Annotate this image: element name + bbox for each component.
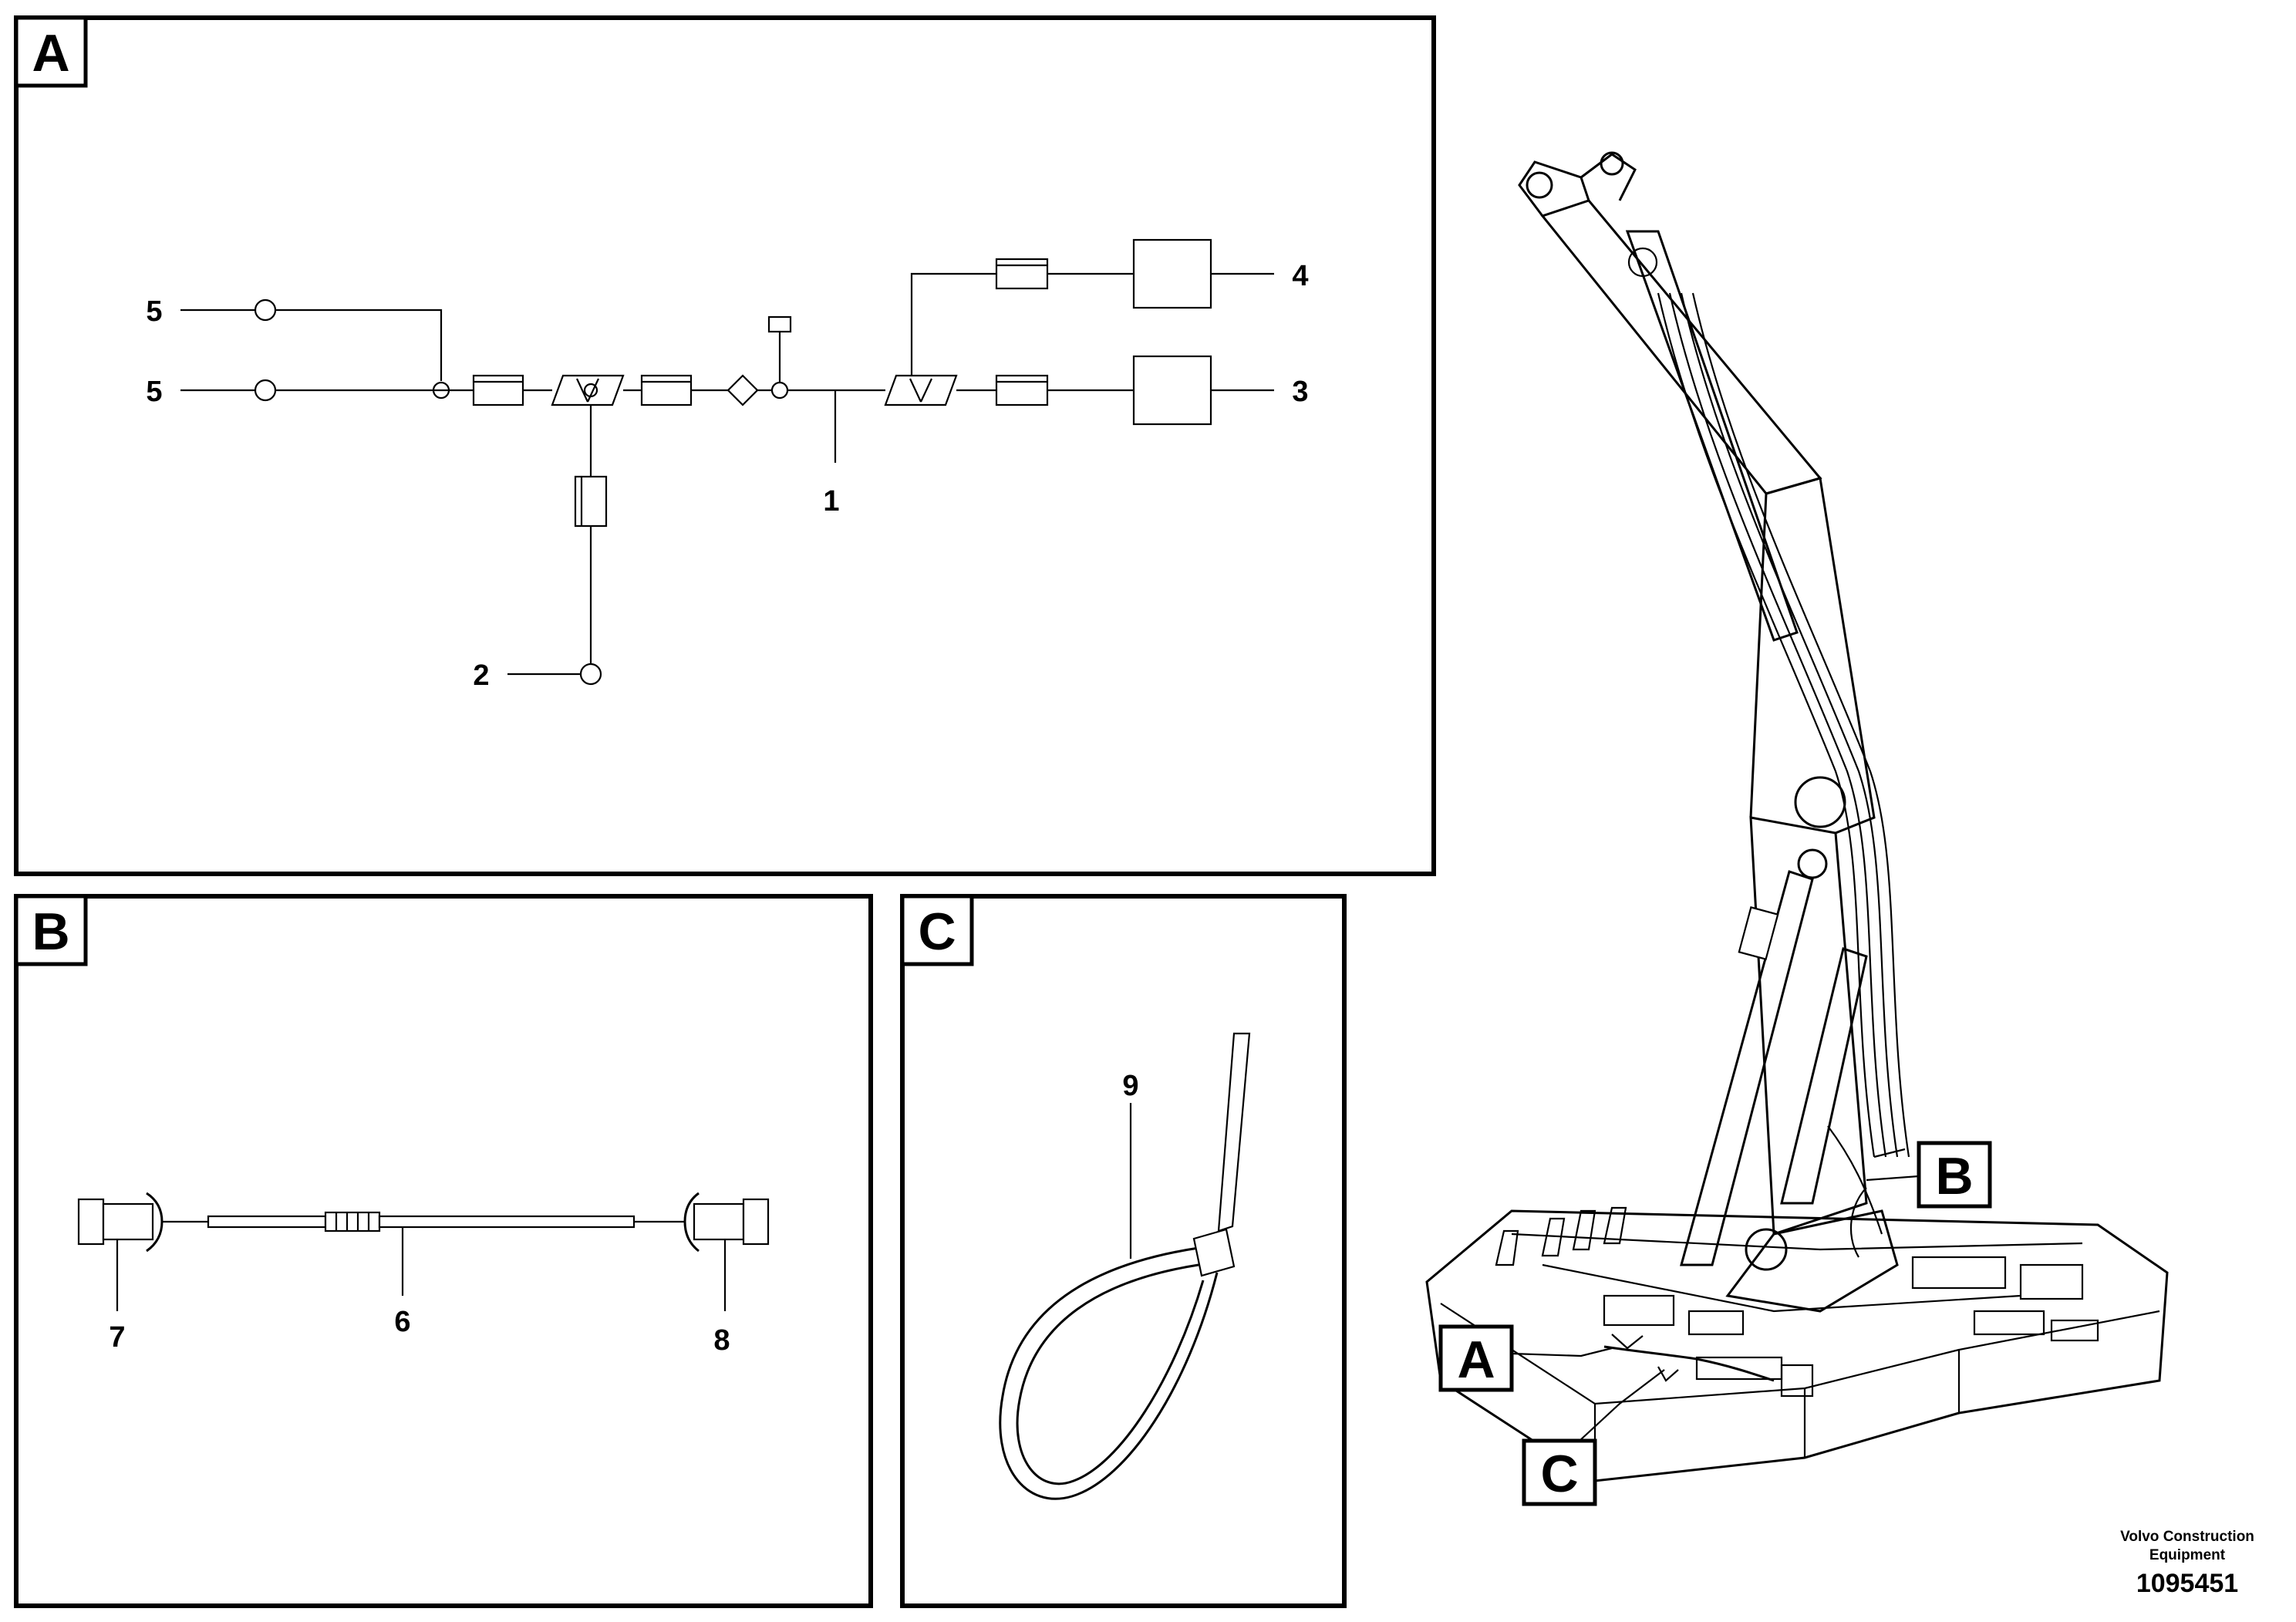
callout-3: 3 bbox=[1292, 376, 1308, 408]
panel-c: C 9 bbox=[900, 894, 1347, 1608]
company-name-line2: Equipment bbox=[2149, 1547, 2226, 1563]
callout-4: 4 bbox=[1292, 260, 1308, 292]
cable-assembly bbox=[77, 1192, 770, 1311]
panel-b-letter: B bbox=[32, 902, 69, 961]
callout-1: 1 bbox=[823, 485, 839, 518]
callout-6: 6 bbox=[394, 1306, 410, 1338]
document-number: 1095451 bbox=[2136, 1569, 2238, 1598]
panel-a: A bbox=[14, 15, 1436, 876]
overview-marker-c: C bbox=[1540, 1445, 1578, 1503]
wiring-schematic bbox=[180, 238, 1274, 686]
callout-2: 2 bbox=[473, 659, 489, 692]
panel-c-letter: C bbox=[918, 902, 956, 961]
panel-a-letter: A bbox=[32, 24, 69, 83]
overview-marker-a: A bbox=[1457, 1330, 1495, 1389]
panel-b: B 7 6 8 bbox=[14, 894, 873, 1608]
excavator-overview: A C B bbox=[1425, 151, 2169, 1506]
company-name-line1: Volvo Construction bbox=[2120, 1529, 2254, 1545]
overview-marker-b: B bbox=[1935, 1147, 1973, 1206]
cable-tie bbox=[999, 1032, 1251, 1500]
callout-9: 9 bbox=[1122, 1070, 1138, 1102]
callout-7: 7 bbox=[109, 1321, 125, 1354]
callout-8: 8 bbox=[713, 1324, 730, 1357]
callout-5-bottom: 5 bbox=[146, 376, 162, 408]
callout-5-top: 5 bbox=[146, 295, 162, 328]
footer: Volvo Construction Equipment 1095451 bbox=[2120, 1529, 2254, 1598]
